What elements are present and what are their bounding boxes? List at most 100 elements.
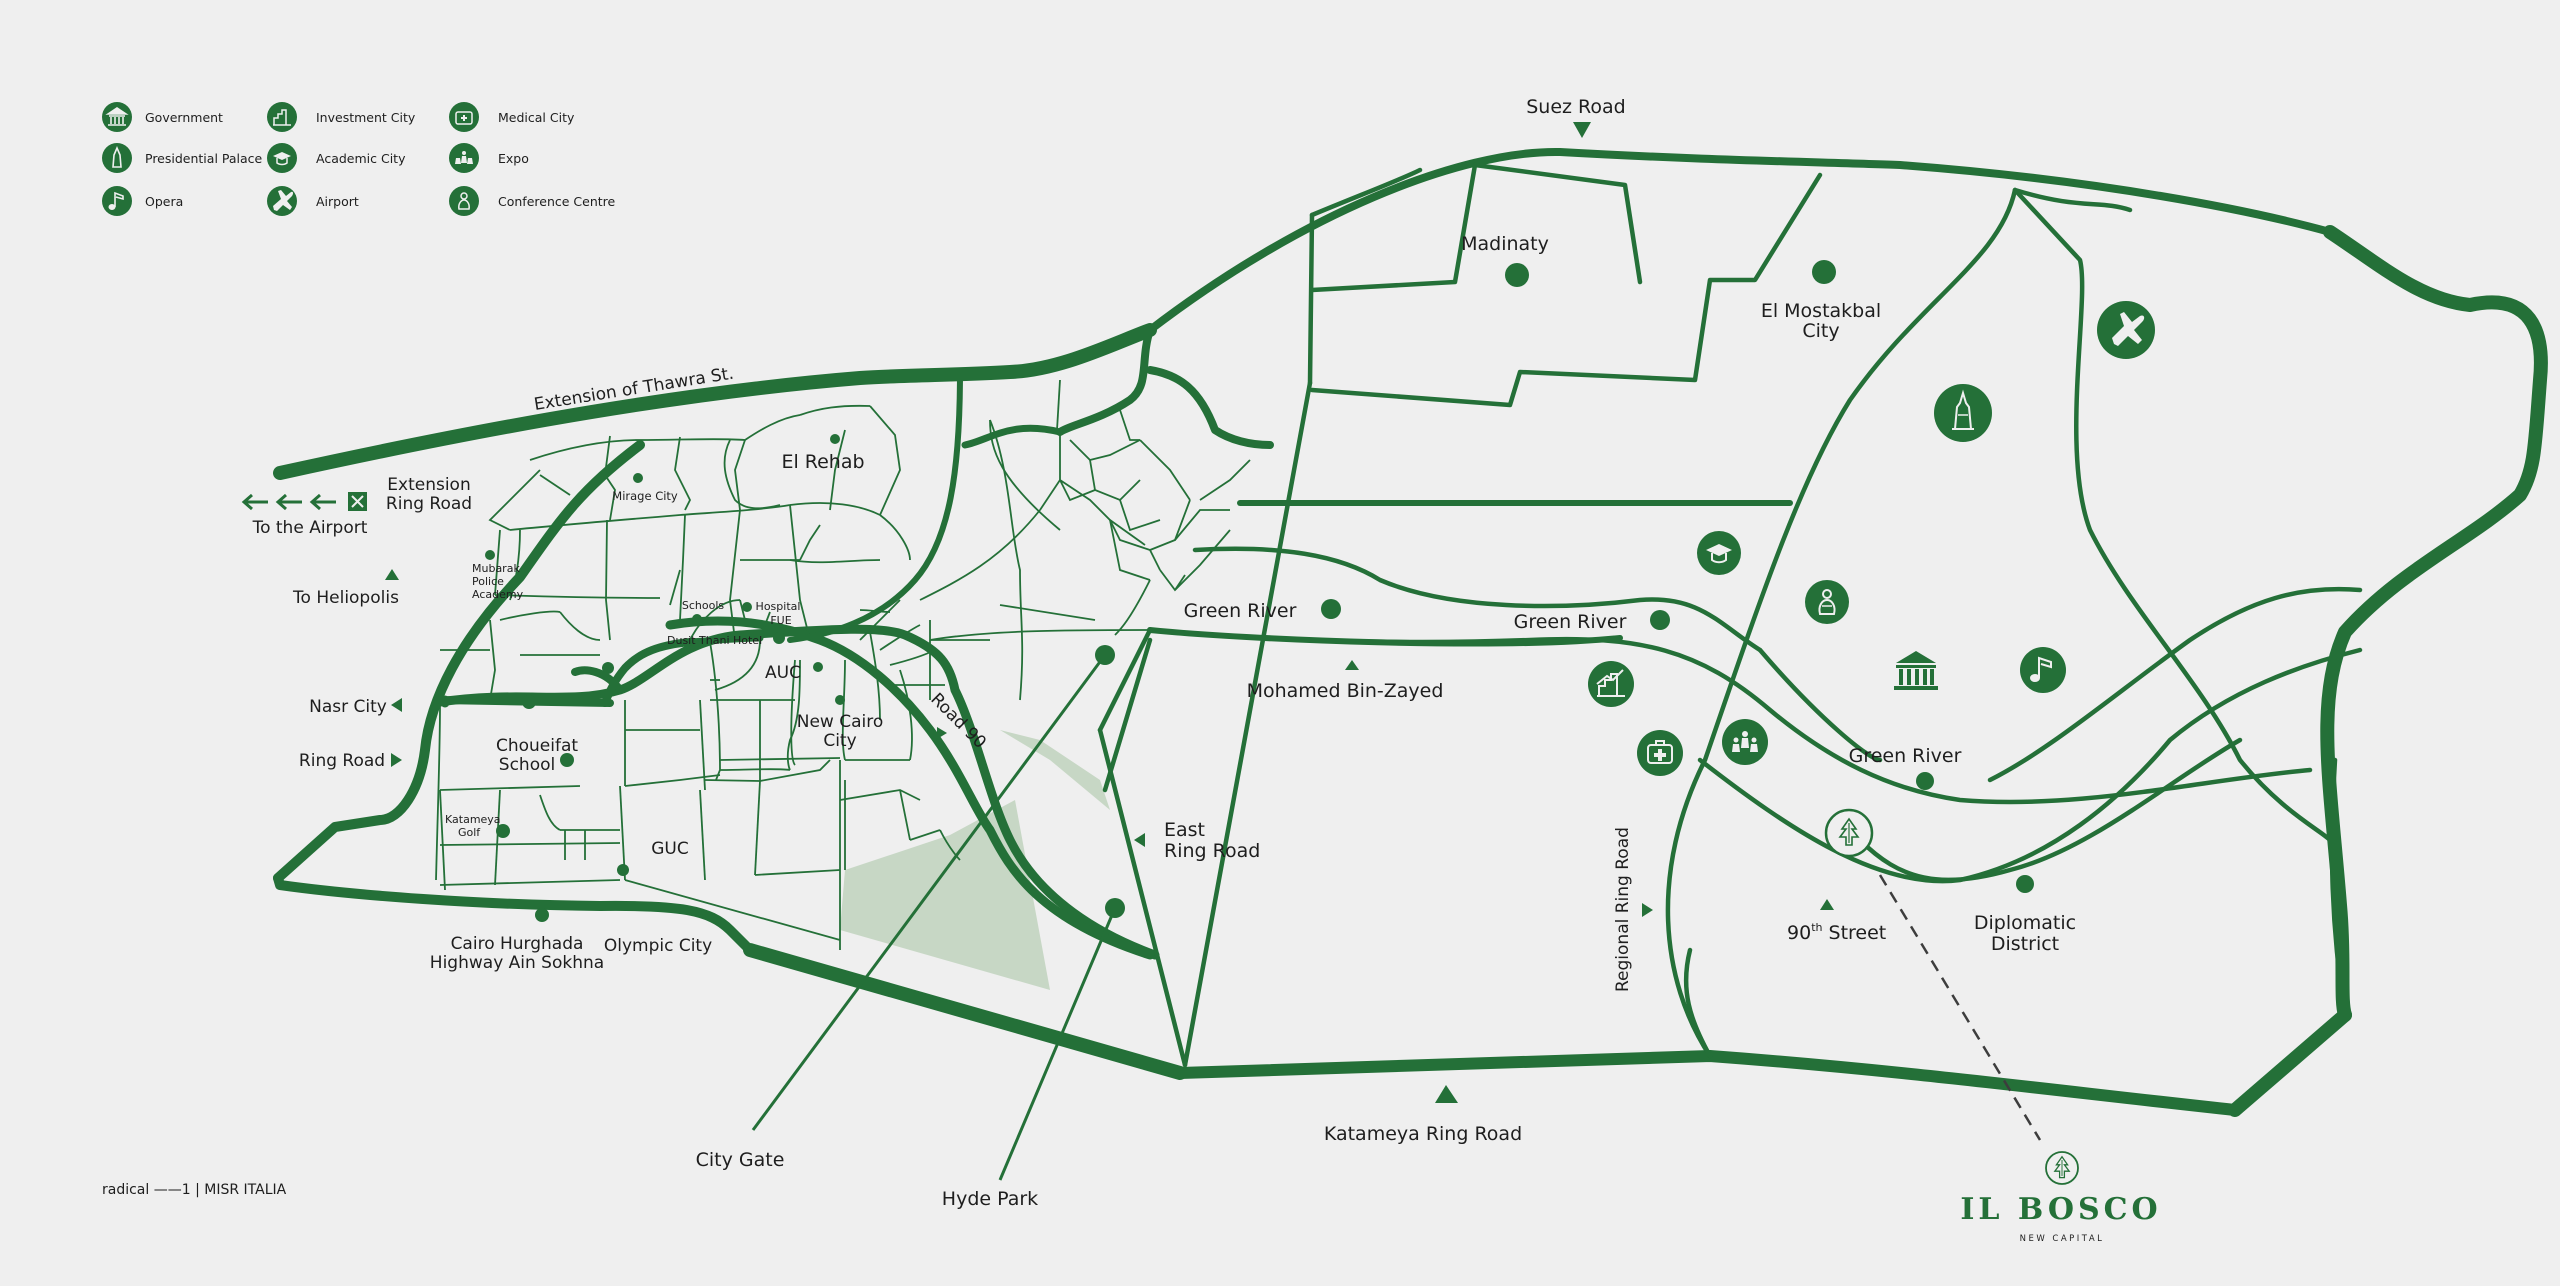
road90-arrow-icon xyxy=(937,727,947,739)
extension-ring-label-1: Extension xyxy=(387,475,470,495)
investment-city-icon xyxy=(1588,661,1634,707)
arrow-left-icon xyxy=(309,493,336,511)
legend-investment-city: Investment City xyxy=(267,102,416,132)
presidential-palace-icon xyxy=(1934,384,1992,442)
mirage-city-label: Mirage City xyxy=(612,489,678,503)
expo-icon xyxy=(1722,719,1768,765)
legend-conference-centre: Conference Centre xyxy=(449,186,616,216)
legend-opera: Opera xyxy=(102,186,183,216)
katameya-golf-label-2: Golf xyxy=(458,826,481,839)
olympic-city-label: Olympic City xyxy=(604,936,712,956)
choueifat-label-1: Choueifat xyxy=(496,736,578,756)
city-gate-label: City Gate xyxy=(696,1149,785,1171)
opera-icon xyxy=(114,191,124,207)
street-90-label: 90th Street xyxy=(1787,921,1886,944)
mubarak-label-3: Academy xyxy=(472,588,524,601)
extension-ring-label-2: Ring Road xyxy=(386,494,472,514)
arrow-left-icon xyxy=(241,493,268,511)
secondary-roads xyxy=(1097,162,2363,1068)
legend-medical-city: Medical City xyxy=(449,102,575,132)
legend-label: Investment City xyxy=(316,110,416,125)
direction-arrows xyxy=(385,122,1834,1103)
government-icon xyxy=(105,107,129,126)
legend-label: Presidential Palace xyxy=(145,151,263,166)
il-bosco-marker-icon xyxy=(1824,808,1874,858)
location-dots xyxy=(485,260,2034,922)
cairo-hurghada-label-1: Cairo Hurghada xyxy=(451,934,584,954)
mbz-arrow-icon xyxy=(1345,660,1359,670)
expo-icon xyxy=(462,151,466,155)
madinaty-label: Madinaty xyxy=(1461,233,1549,255)
legend-label: Government xyxy=(145,110,223,125)
legend-label: Opera xyxy=(145,194,183,209)
minor-streets xyxy=(435,379,1251,950)
katameya-ring-arrow-icon xyxy=(1435,1085,1458,1103)
mohamed-bin-zayed-label: Mohamed Bin-Zayed xyxy=(1247,680,1444,702)
el-mostakbal-label-1: El Mostakbal xyxy=(1761,300,1881,322)
suez-road-label: Suez Road xyxy=(1526,96,1625,118)
east-ring-arrow-icon xyxy=(1134,833,1145,847)
regional-ring-arrow-icon xyxy=(1642,903,1653,917)
legend-label: Conference Centre xyxy=(498,194,616,209)
legend-label: Airport xyxy=(316,194,359,209)
guc-label: GUC xyxy=(651,839,689,859)
el-mostakbal-label-2: City xyxy=(1802,320,1839,342)
hyde-park-label: Hyde Park xyxy=(942,1188,1038,1210)
legend-label: Medical City xyxy=(498,110,575,125)
mubarak-label-2: Police xyxy=(472,575,504,588)
legend: Government Presidential Palace Opera Inv… xyxy=(102,102,616,216)
medical-city-icon xyxy=(455,111,473,125)
conference-centre-icon xyxy=(1805,580,1849,624)
diplomatic-label-1: Diplomatic xyxy=(1974,912,2076,934)
green-river-label-2: Green River xyxy=(1514,611,1627,633)
cairo-hurghada-label-2: Highway Ain Sokhna xyxy=(430,953,604,973)
legend-label: Expo xyxy=(498,151,529,166)
to-airport-label: To the Airport xyxy=(252,518,368,538)
katameya-golf-label-1: Katameya xyxy=(445,813,501,826)
street90-arrow-icon xyxy=(1820,899,1834,910)
schools-label: Schools xyxy=(682,599,725,612)
new-cairo-label-2: City xyxy=(823,731,856,751)
new-cairo-label-1: New Cairo xyxy=(797,712,884,732)
legend-government: Government xyxy=(102,102,223,132)
opera-icon xyxy=(2020,647,2066,693)
il-bosco-subtitle: NEW CAPITAL xyxy=(2020,1234,2105,1244)
medical-city-icon xyxy=(1637,730,1683,776)
government-icon xyxy=(1894,651,1938,690)
dusit-thani-label: Dusit Thani Hotel xyxy=(667,634,762,647)
arrow-left-icon xyxy=(275,493,302,511)
academic-city-icon xyxy=(1697,531,1741,575)
il-bosco-logo: IL BOSCO NEW CAPITAL xyxy=(1960,1151,2158,1244)
hospital-label-1: Hospital xyxy=(756,600,801,613)
legend-expo: Expo xyxy=(449,143,529,173)
investment-city-icon xyxy=(273,109,291,126)
place-labels: Suez Road Madinaty El Mostakbal City Ext… xyxy=(252,96,2077,1210)
nasr-city-arrow-icon xyxy=(391,698,402,712)
hospital-label-2: FUE xyxy=(770,614,791,627)
katameya-ring-road-label: Katameya Ring Road xyxy=(1324,1123,1522,1145)
presidential-palace-icon xyxy=(112,145,122,168)
regional-ring-road-label: Regional Ring Road xyxy=(1613,827,1633,992)
ring-road-arrow-icon xyxy=(391,753,402,767)
legend-academic-city: Academic City xyxy=(267,143,406,173)
el-rehab-label: El Rehab xyxy=(781,451,864,473)
choueifat-label-2: School xyxy=(499,755,555,775)
east-ring-label-2: Ring Road xyxy=(1164,840,1260,862)
footer-credit: radical ——1 | MISR ITALIA xyxy=(102,1182,287,1198)
heliopolis-arrow-icon xyxy=(385,569,399,580)
map-landmark-icons xyxy=(1588,301,2155,858)
legend-airport: Airport xyxy=(267,186,359,216)
to-airport-arrows xyxy=(241,492,367,511)
green-river-label-1: Green River xyxy=(1184,600,1297,622)
legend-presidential-palace: Presidential Palace xyxy=(102,143,263,173)
auc-label: AUC xyxy=(765,663,801,683)
city-gate-connector xyxy=(751,654,2042,1181)
green-river-label-3: Green River xyxy=(1849,745,1962,767)
ring-road-label: Ring Road xyxy=(299,751,385,771)
conference-centre-icon xyxy=(460,192,468,200)
mubarak-label-1: Mubarak xyxy=(472,562,520,575)
east-ring-label-1: East xyxy=(1164,819,1205,841)
suez-road-arrow-icon xyxy=(1573,122,1591,138)
